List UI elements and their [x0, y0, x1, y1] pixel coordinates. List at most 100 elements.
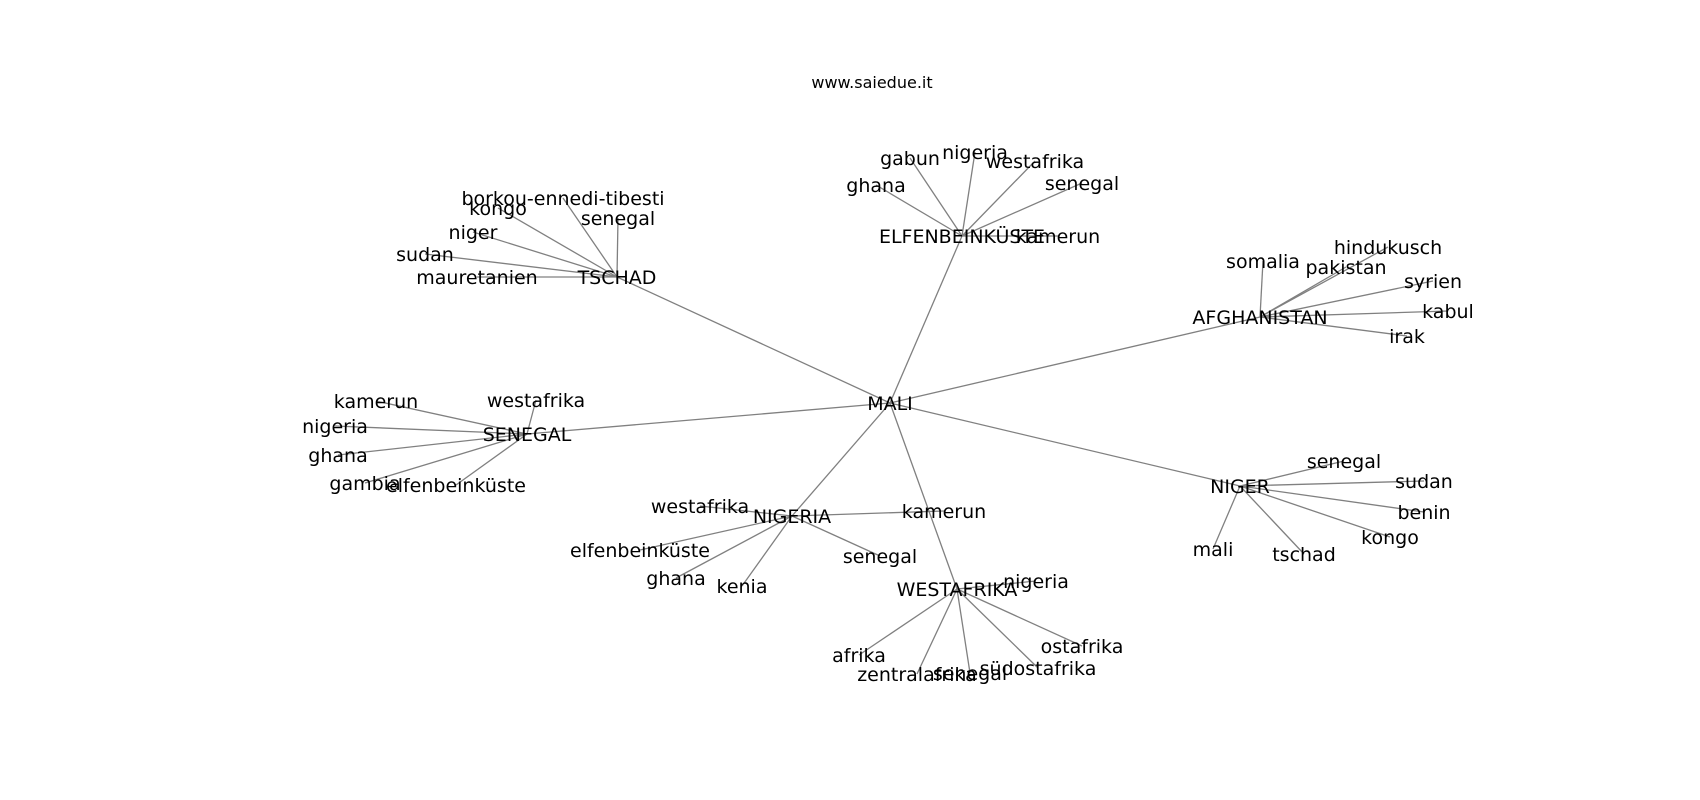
leaf-node-senegal: westafrika [487, 390, 585, 412]
edge-center-westafrika [889, 402, 958, 590]
edge-westafrika-leaf [916, 588, 958, 675]
edge-tschad-leaf [497, 207, 618, 278]
edge-elfenbeinkueste-leaf [961, 160, 1036, 237]
edge-tschad-leaf [424, 253, 618, 278]
hub-node-tschad: TSCHAD [577, 267, 657, 289]
leaf-node-elfenbeinkueste: nigeria [942, 142, 1008, 164]
leaf-node-afghanistan: somalia [1226, 251, 1300, 273]
hub-node-senegal: SENEGAL [483, 424, 572, 446]
leaf-node-nigeria: ghana [646, 568, 705, 590]
leaf-node-tschad: borkou-ennedi-tibesti [461, 188, 664, 210]
leaf-node-niger: sudan [1395, 471, 1453, 493]
leaf-node-senegal: kamerun [334, 391, 418, 413]
edge-westafrika-leaf [956, 588, 1083, 647]
edge-nigeria-leaf [639, 515, 793, 551]
hub-node-afghanistan: AFGHANISTAN [1192, 307, 1327, 329]
leaf-node-afghanistan: kabul [1422, 301, 1474, 323]
leaf-node-niger: mali [1193, 539, 1234, 561]
leaf-node-afghanistan: syrien [1404, 271, 1462, 293]
edge-elfenbeinkueste-leaf [875, 184, 963, 237]
edge-afghanistan-leaf [1259, 316, 1408, 337]
leaf-node-afghanistan: irak [1389, 326, 1425, 348]
edge-elfenbeinkueste-leaf [909, 157, 963, 237]
edge-westafrika-leaf [956, 580, 1037, 590]
edge-niger-leaf [1239, 485, 1391, 538]
edge-westafrika-leaf [956, 588, 1039, 669]
leaf-node-niger: benin [1397, 502, 1450, 524]
leaf-node-westafrika: südostafrika [980, 658, 1097, 680]
edge-niger-leaf [1239, 480, 1425, 487]
edge-senegal-leaf [334, 425, 528, 435]
edge-niger-leaf [1212, 485, 1241, 550]
leaf-node-senegal: nigeria [302, 416, 368, 438]
edge-elfenbeinkueste-leaf [961, 182, 1083, 237]
hub-node-nigeria: NIGERIA [753, 506, 831, 528]
center-node-label: MALI [867, 393, 913, 415]
edge-niger-leaf [1239, 460, 1345, 487]
edge-elfenbeinkueste-leaf [961, 151, 976, 237]
leaf-node-senegal: ghana [308, 445, 367, 467]
leaf-node-senegal: elfenbeinküste [386, 475, 526, 497]
edge-niger-leaf [1239, 485, 1305, 555]
edge-center-elfenbeinkueste [889, 235, 963, 404]
leaf-node-niger: tschad [1272, 544, 1336, 566]
leaf-node-westafrika: nigeria [1003, 571, 1069, 593]
leaf-node-westafrika: ostafrika [1041, 636, 1124, 658]
edge-tschad-leaf [472, 231, 618, 278]
edge-tschad-leaf [562, 197, 618, 278]
edge-afghanistan-leaf [1259, 310, 1449, 318]
edge-nigeria-leaf [675, 515, 793, 579]
leaf-node-tschad: mauretanien [416, 267, 537, 289]
edge-senegal-leaf [364, 433, 528, 484]
leaf-node-elfenbeinkueste: gabun [880, 148, 940, 170]
leaf-node-afghanistan: pakistan [1305, 257, 1386, 279]
leaf-node-elfenbeinkueste: senegal [1045, 173, 1119, 195]
edge-afghanistan-leaf [1259, 266, 1347, 318]
edge-center-tschad [616, 276, 891, 404]
edge-center-senegal [526, 402, 891, 435]
leaf-node-afghanistan: hindukusch [1334, 237, 1442, 259]
edge-center-nigeria [791, 402, 891, 517]
edge-westafrika-leaf [956, 588, 971, 674]
edge-center-afghanistan [889, 316, 1261, 404]
leaf-node-nigeria: senegal [843, 546, 917, 568]
leaf-node-westafrika: zentralafrika [857, 664, 977, 686]
edge-afghanistan-leaf [1259, 280, 1434, 318]
edge-center-niger [889, 402, 1241, 487]
edge-senegal-leaf [526, 399, 537, 435]
edge-senegal-leaf [455, 433, 528, 486]
edge-nigeria-leaf [791, 510, 945, 517]
leaf-node-nigeria: kenia [717, 576, 768, 598]
leaf-node-tschad: niger [449, 222, 498, 244]
leaf-node-niger: senegal [1307, 451, 1381, 473]
edge-nigeria-leaf [791, 515, 881, 557]
leaf-node-nigeria: kamerun [902, 501, 986, 523]
leaf-node-elfenbeinkueste: westafrika [986, 151, 1084, 173]
leaf-node-nigeria: westafrika [651, 496, 749, 518]
hub-node-elfenbeinkueste: ELFENBEINKÜSTE [879, 225, 1045, 248]
edge-nigeria-leaf [741, 515, 793, 587]
leaf-node-elfenbeinkueste: kamerun [1016, 226, 1100, 248]
leaf-node-niger: kongo [1361, 527, 1419, 549]
edge-afghanistan-leaf [1259, 260, 1264, 318]
edge-senegal-leaf [375, 400, 528, 435]
hub-node-westafrika: WESTAFRIKA [897, 579, 1018, 601]
leaf-node-tschad: kongo [469, 198, 527, 220]
edge-tschad-leaf [616, 217, 619, 278]
leaf-node-westafrika: senegal [933, 663, 1007, 685]
graph-edges [334, 151, 1449, 675]
leaf-node-elfenbeinkueste: ghana [846, 175, 905, 197]
leaf-node-nigeria: elfenbeinküste [570, 540, 710, 562]
edge-westafrika-leaf [858, 588, 958, 656]
edge-nigeria-leaf [699, 505, 793, 517]
edge-niger-leaf [1239, 485, 1425, 513]
leaf-node-tschad: sudan [396, 244, 454, 266]
hub-node-niger: NIGER [1210, 476, 1270, 498]
leaf-node-senegal: gambia [329, 473, 400, 495]
edge-senegal-leaf [337, 433, 528, 456]
leaf-node-westafrika: afrika [832, 645, 886, 667]
site-watermark: www.saiedue.it [811, 73, 932, 92]
leaf-node-tschad: senegal [581, 208, 655, 230]
